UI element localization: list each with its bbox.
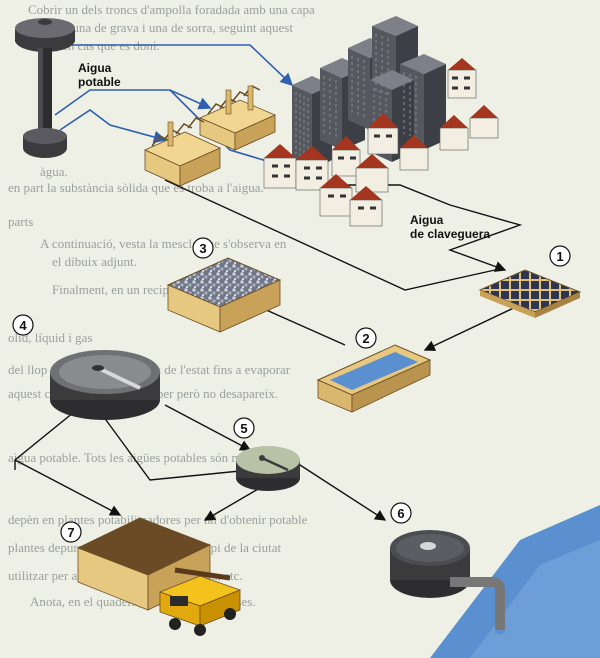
sewer-water-lines xyxy=(14,179,523,521)
bg-line: Cobrir un dels troncs d'ampolla foradada… xyxy=(28,2,315,17)
bg-line: en part la substància sòlida que es trob… xyxy=(8,180,264,195)
step-marker-4: 4 xyxy=(12,314,34,336)
svg-text:3: 3 xyxy=(199,241,206,256)
final-tank xyxy=(390,530,505,634)
bg-line: aigua potable. Tots les aigües potables … xyxy=(8,450,286,465)
svg-text:7: 7 xyxy=(67,525,74,540)
drinking-water-label-line1: Aigua xyxy=(78,61,112,75)
bg-line: A continuació, vesta la mescla que s'obs… xyxy=(40,236,287,251)
factory-front xyxy=(144,117,221,187)
biological-tank xyxy=(236,446,300,491)
svg-text:1: 1 xyxy=(556,249,563,264)
sewer-water-label-line2: de claveguera xyxy=(410,227,490,241)
svg-text:6: 6 xyxy=(397,506,404,521)
svg-text:4: 4 xyxy=(19,318,27,333)
sludge-tank xyxy=(76,517,231,611)
city-houses xyxy=(263,58,499,227)
step-marker-6: 6 xyxy=(390,502,412,524)
dump-truck xyxy=(158,575,242,636)
background-text: Cobrir un dels troncs d'ampolla foradada… xyxy=(8,2,315,609)
bg-line: de cotó, una de grava i una de sorra, se… xyxy=(28,20,293,35)
factory-back xyxy=(199,85,276,151)
step-marker-3: 3 xyxy=(192,237,214,259)
step-marker-5: 5 xyxy=(233,417,255,439)
svg-text:2: 2 xyxy=(362,331,369,346)
bg-line: parts xyxy=(8,214,33,229)
bg-line: àgua. xyxy=(40,164,68,179)
sewer-water-label-line1: Aigua xyxy=(410,213,444,227)
screen-grid xyxy=(478,269,582,318)
svg-text:5: 5 xyxy=(240,421,247,436)
step-marker-1: 1 xyxy=(549,245,571,267)
sand-trap xyxy=(316,344,432,413)
drinking-water-label-line2: potable xyxy=(78,75,121,89)
step-marker-7: 7 xyxy=(60,521,82,543)
gravel-filter xyxy=(166,257,282,333)
bg-line: olid, líquid i gas xyxy=(8,330,93,345)
primary-settling-tank xyxy=(50,350,160,420)
step-marker-2: 2 xyxy=(355,327,377,349)
water-tower xyxy=(15,18,75,158)
drinking-water-lines xyxy=(54,44,294,168)
bg-line: depèn en plantes potabilitzadores per ta… xyxy=(8,512,308,527)
bg-line: el dibuix adjunt. xyxy=(52,254,137,269)
